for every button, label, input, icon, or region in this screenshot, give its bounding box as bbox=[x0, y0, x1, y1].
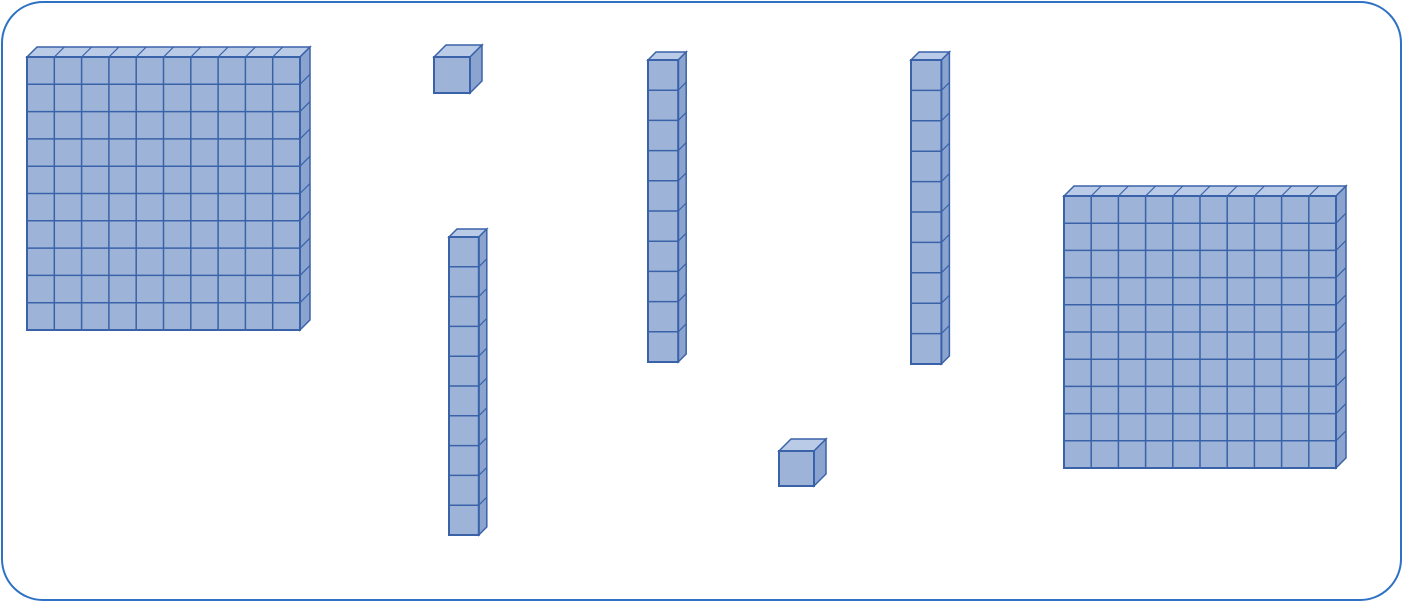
base-ten-blocks-illustration bbox=[0, 0, 1406, 576]
blocks-group bbox=[27, 45, 1346, 535]
ten-rod-left bbox=[449, 229, 487, 535]
ten-rod-middle bbox=[648, 52, 686, 362]
unit-cube-top-front-face bbox=[434, 57, 470, 93]
unit-cube-top bbox=[434, 45, 482, 93]
hundred-flat-left bbox=[27, 47, 310, 330]
hundred-flat-right bbox=[1064, 186, 1346, 468]
ten-rod-right bbox=[911, 52, 949, 364]
unit-cube-bottom-front-face bbox=[779, 451, 814, 486]
unit-cube-bottom bbox=[779, 439, 826, 486]
